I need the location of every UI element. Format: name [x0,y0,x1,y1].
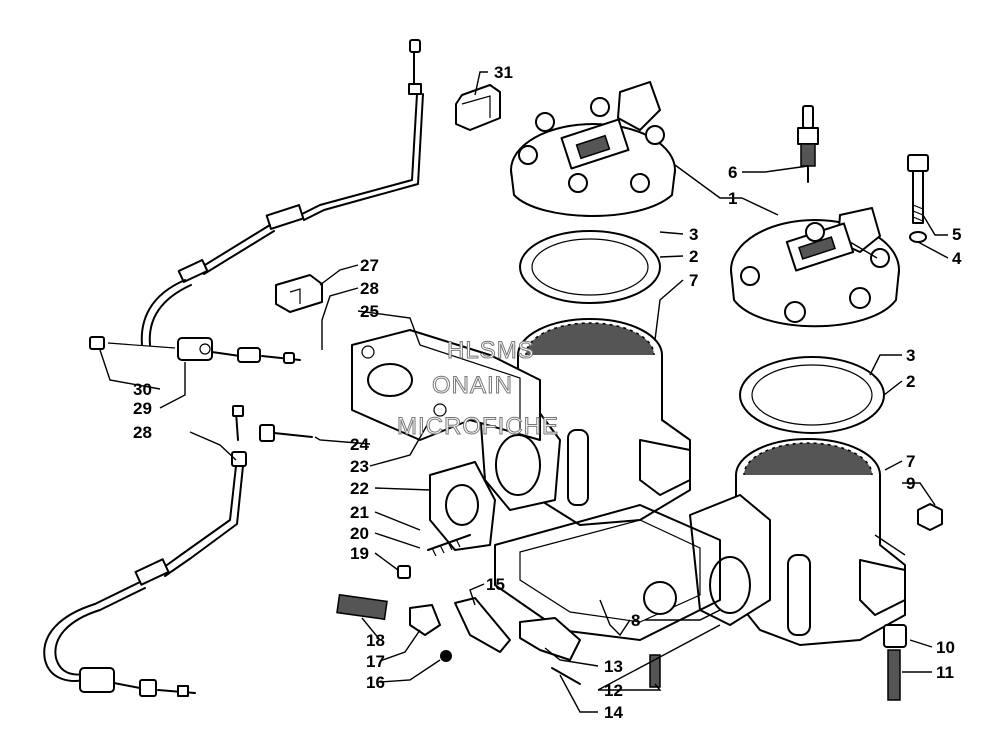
callout-5: 5 [952,225,961,244]
intake-manifold [351,329,541,441]
intake-gasket [429,461,496,551]
callout-27: 27 [360,256,379,275]
callout-1: 1 [728,189,737,208]
head-gasket-rear [519,230,661,304]
callout-28-upper: 28 [360,279,379,298]
nut-9 [917,503,943,531]
stud-12 [649,654,661,688]
callout-3-upper: 3 [689,225,698,244]
head-bolt [907,154,929,243]
callout-2-lower: 2 [906,372,915,391]
callout-9: 9 [906,474,915,493]
watermark-line-3: MICROFICHE [397,413,559,440]
callout-30: 30 [133,380,152,399]
control-arm [519,617,581,685]
return-spring [336,593,388,621]
callout-31: 31 [494,63,513,82]
callout-10: 10 [936,638,955,657]
callout-7-upper: 7 [689,271,698,290]
idle-screw [397,534,471,579]
callout-12: 12 [604,681,623,700]
callout-29: 29 [133,399,152,418]
callout-23: 23 [350,457,369,476]
callout-8: 8 [631,611,640,630]
stud-10-11 [883,624,907,701]
cable-guide-27 [275,274,323,313]
cylinder-front [689,438,906,646]
watermark-line-1: HLSMS [447,337,535,364]
callout-18: 18 [366,631,385,650]
callout-2-upper: 2 [689,247,698,266]
throttle-cable-lower [43,405,247,697]
watermark-line-2: ONAIN [432,372,513,399]
callout-15: 15 [486,575,505,594]
callout-numbers: 31 6 1 5 4 3 2 7 27 28 25 3 2 30 29 28 2… [133,63,962,722]
callout-25: 25 [360,302,379,321]
bracket-31 [455,84,501,131]
callout-7-lower: 7 [906,452,915,471]
callout-28-lower: 28 [133,423,152,442]
callout-13: 13 [604,657,623,676]
callout-20: 20 [350,524,369,543]
callout-21: 21 [350,503,369,522]
callout-24: 24 [350,435,369,454]
spark-plug [797,105,819,183]
cylinder-head-front [730,207,900,328]
leader-lines [99,71,949,713]
callout-16: 16 [366,673,385,692]
callout-6: 6 [728,163,737,182]
watermark: HLSMS ONAIN MICROFICHE [397,337,559,441]
callout-3-lower: 3 [906,346,915,365]
cable-fitting-left [89,336,301,364]
callout-14: 14 [604,703,623,722]
cylinder-head-rear [510,81,676,217]
callout-11: 11 [936,663,954,682]
throttle-cable-upper [140,39,424,346]
head-gasket-front [739,356,885,434]
throttle-lever [409,597,511,662]
callout-22: 22 [350,479,369,498]
callout-4: 4 [952,249,962,268]
callout-17: 17 [366,652,385,671]
callout-19: 19 [350,544,369,563]
manifold-bolt [259,424,313,442]
